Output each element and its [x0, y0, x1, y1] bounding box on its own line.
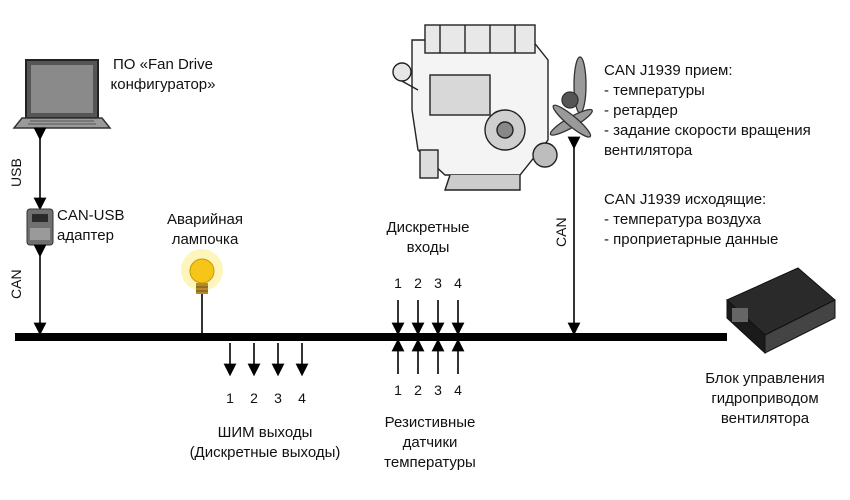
discrete-input-number: 3	[434, 275, 442, 291]
control-unit-label-line1: Блок управления	[705, 370, 825, 387]
adapter-label-line1: CAN-USB	[57, 207, 125, 224]
lamp-label-line2: лампочка	[171, 231, 239, 248]
pwm-output-arrows	[223, 343, 309, 377]
can-left-label: CAN	[8, 269, 24, 299]
laptop-label: ПО «Fan Drive конфигуратор»	[103, 55, 223, 95]
adapter-label-line2: адаптер	[57, 227, 114, 244]
can-engine-label: CAN	[553, 217, 569, 247]
can-usb-adapter-icon	[26, 208, 54, 246]
resistive-sensor-number: 1	[394, 382, 402, 398]
usb-label: USB	[8, 158, 24, 187]
lamp-label-line1: Аварийная	[167, 211, 243, 228]
can-rx-block: CAN J1939 прием: - температуры - ретарде…	[604, 61, 811, 161]
can-rx-item: - температуры	[604, 82, 705, 99]
can-tx-block: CAN J1939 исходящие: - температура возду…	[604, 190, 778, 250]
resistive-sensors-label-line2: датчики	[402, 434, 458, 451]
discrete-inputs-label-line2: входы	[406, 239, 450, 256]
engine-icon	[392, 24, 558, 191]
control-unit-label-line3: вентилятора	[720, 410, 810, 427]
pwm-output-number: 4	[298, 390, 306, 406]
resistive-sensor-number: 4	[454, 382, 462, 398]
can-tx-item: - температура воздуха	[604, 211, 762, 228]
can-rx-item: - ретардер	[604, 102, 678, 119]
control-unit-label: Блок управления гидроприводом вентилятор…	[690, 369, 840, 429]
pwm-output-number: 1	[226, 390, 234, 406]
resistive-sensor-arrows	[391, 338, 465, 374]
laptop-label-line2: конфигуратор»	[110, 76, 216, 93]
can-rx-item: - задание скорости вращения	[604, 122, 811, 139]
control-unit-icon	[726, 267, 836, 355]
control-unit-label-line2: гидроприводом	[711, 390, 819, 407]
can-tx-item: - проприетарные данные	[604, 231, 779, 248]
can-bus-line	[15, 333, 727, 341]
laptop-label-line1: ПО «Fan Drive	[113, 56, 213, 73]
can-rx-title: CAN J1939 прием:	[604, 62, 733, 79]
resistive-sensor-number: 2	[414, 382, 422, 398]
resistive-sensors-label: Резистивные датчики температуры	[370, 413, 490, 473]
discrete-input-number: 1	[394, 275, 402, 291]
resistive-sensors-label-line3: температуры	[384, 454, 476, 471]
engine-fan-icon	[549, 56, 593, 138]
pwm-output-number: 3	[274, 390, 282, 406]
warning-lamp-icon	[181, 249, 223, 294]
discrete-input-number: 4	[454, 275, 462, 291]
pwm-output-number: 2	[250, 390, 258, 406]
discrete-input-number: 2	[414, 275, 422, 291]
pwm-outputs-label-line1: ШИМ выходы	[217, 424, 313, 441]
discrete-input-arrows	[391, 300, 465, 336]
lamp-label: Аварийная лампочка	[155, 210, 255, 250]
can-tx-title: CAN J1939 исходящие:	[604, 191, 767, 208]
can-rx-item: вентилятора	[604, 142, 693, 159]
pwm-outputs-label-line2: (Дискретные выходы)	[189, 444, 341, 461]
pwm-outputs-label: ШИМ выходы (Дискретные выходы)	[170, 423, 360, 463]
adapter-label: CAN-USB адаптер	[57, 206, 125, 246]
laptop-icon	[12, 59, 112, 129]
discrete-inputs-label-line1: Дискретные	[386, 219, 470, 236]
resistive-sensor-number: 3	[434, 382, 442, 398]
resistive-sensors-label-line1: Резистивные	[384, 414, 476, 431]
discrete-inputs-label: Дискретные входы	[378, 218, 478, 258]
